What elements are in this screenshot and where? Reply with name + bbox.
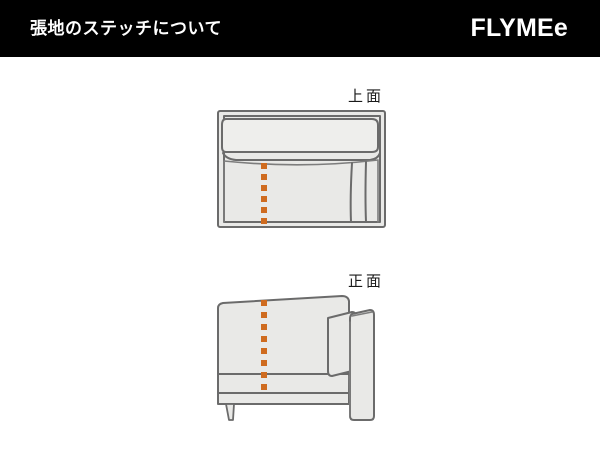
stitch-line-top-view (261, 163, 267, 224)
content-area: 上面 (0, 57, 600, 450)
front-view-diagram (217, 295, 375, 421)
page-title: 張地のステッチについて (30, 19, 222, 38)
header-bar: 張地のステッチについて FLYMEe (0, 0, 600, 57)
stitch-line-front-view (261, 300, 267, 390)
figure-front-view-label: 正面 (347, 273, 384, 290)
brand-logo: FLYMEe (470, 14, 568, 42)
figure-top-view-label: 上面 (347, 88, 384, 105)
top-view-diagram (217, 110, 386, 228)
